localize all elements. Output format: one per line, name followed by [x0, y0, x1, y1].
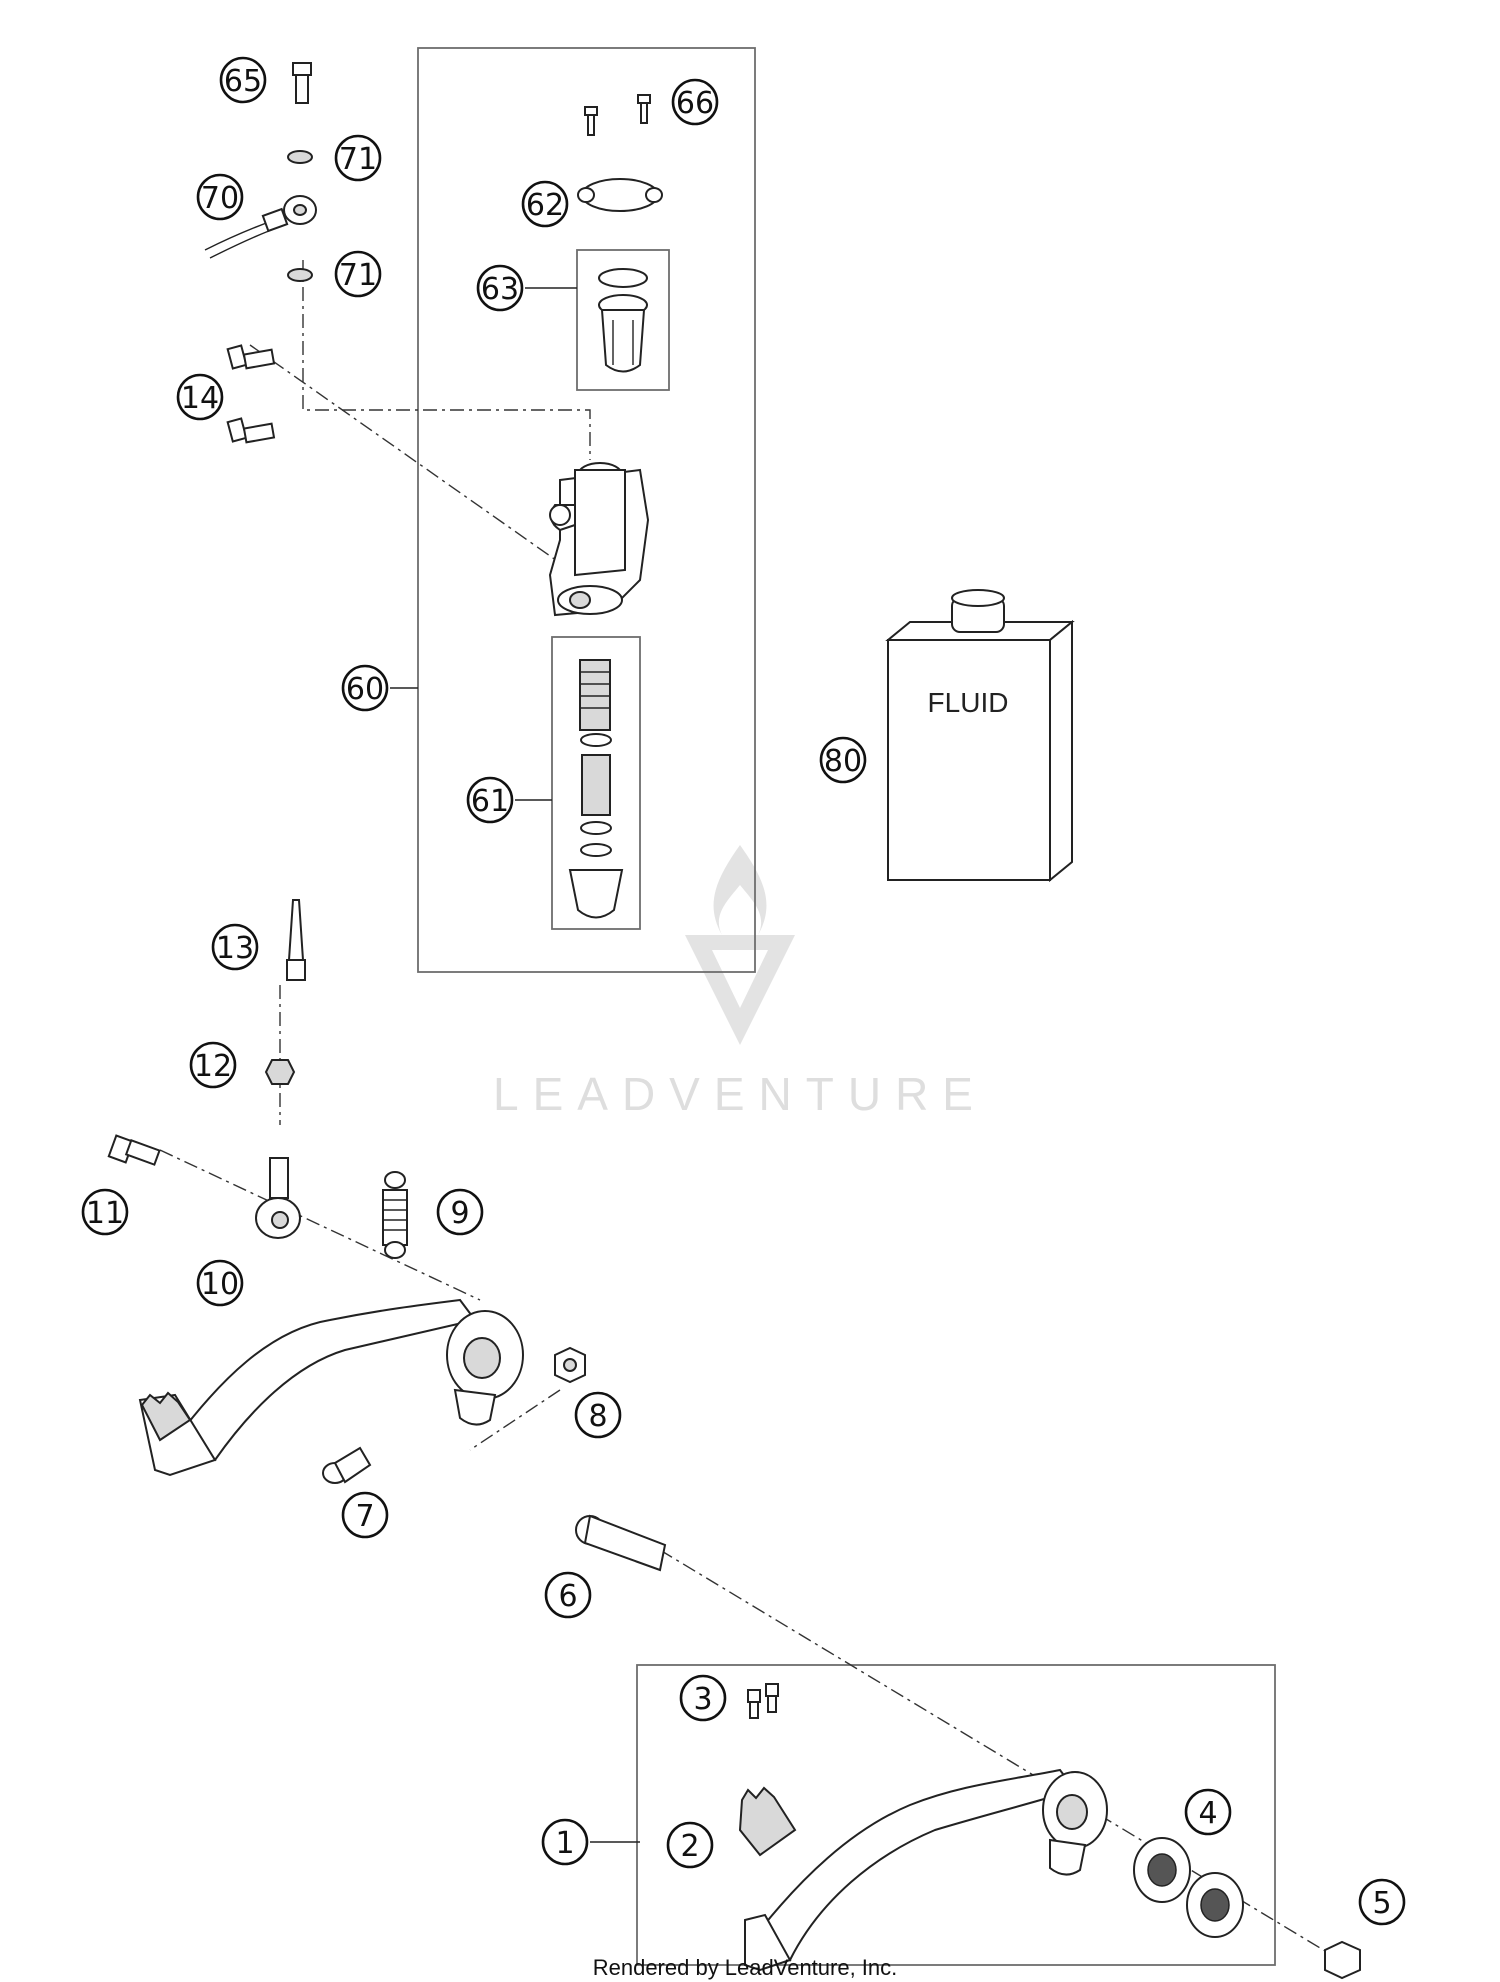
callout-13: 13 [211, 923, 259, 971]
svg-text:11: 11 [86, 1196, 124, 1231]
part-14-bolts [226, 344, 276, 444]
callout-11: 11 [81, 1188, 129, 1236]
callout-71-upper: 71 [334, 134, 382, 182]
pedal-bolt-assembly-line [159, 1149, 481, 1301]
callout-71-lower: 71 [334, 250, 382, 298]
svg-text:71: 71 [339, 258, 377, 293]
callout-4: 4 [1184, 1788, 1232, 1836]
part-63-reservoir [598, 268, 648, 373]
callout-2: 2 [666, 1821, 714, 1869]
callout-65: 65 [219, 56, 267, 104]
callout-10: 10 [196, 1259, 244, 1307]
fluid-label: FLUID [928, 687, 1009, 718]
svg-text:14: 14 [181, 381, 219, 416]
svg-text:1: 1 [555, 1826, 574, 1861]
master-cylinder-body [548, 462, 650, 617]
callout-6: 6 [544, 1571, 592, 1619]
svg-text:62: 62 [526, 188, 564, 223]
part-5-nut [1324, 1940, 1361, 1980]
part-71-washer-upper [287, 150, 313, 164]
part-1-brake-pedal [744, 1768, 1108, 1972]
part-10-clevis [255, 1157, 301, 1239]
part-12-nut [264, 1059, 296, 1085]
leadventure-watermark: LEADVENTURE [493, 845, 987, 1120]
part-11-bolt [107, 1134, 161, 1166]
callout-8: 8 [574, 1391, 622, 1439]
brake-pedal-assembly [138, 1298, 524, 1477]
callout-5: 5 [1358, 1878, 1406, 1926]
callout-66: 66 [671, 78, 719, 126]
callout-3: 3 [679, 1674, 727, 1722]
master-cylinder-kit-frame [417, 47, 756, 973]
part-3-screws [747, 1683, 779, 1719]
callout-9: 9 [436, 1188, 484, 1236]
watermark-v-icon [685, 935, 795, 1045]
part-13-pushrod [286, 899, 306, 981]
svg-text:4: 4 [1198, 1796, 1217, 1831]
hose-assembly-line [302, 260, 591, 460]
callout-7: 7 [341, 1491, 389, 1539]
callout-80: 80 [819, 736, 867, 784]
part-7-bushing [322, 1446, 372, 1484]
part-2-pedal-tip [738, 1786, 797, 1857]
svg-text:71: 71 [339, 142, 377, 177]
svg-text:3: 3 [693, 1682, 712, 1717]
piston-kit-frame [551, 636, 641, 930]
watermark-text: LEADVENTURE [493, 1068, 987, 1120]
callout-61: 61 [466, 776, 514, 824]
reservoir-kit-frame [576, 249, 670, 391]
svg-text:13: 13 [216, 931, 254, 966]
part-66-screws [584, 94, 651, 136]
svg-text:66: 66 [676, 86, 714, 121]
part-62-reservoir-cap [577, 178, 663, 212]
part-80-fluid-bottle: FLUID [885, 589, 1075, 883]
callout-12: 12 [189, 1041, 237, 1089]
part-70-brake-hose [204, 195, 317, 259]
part-9-spring [382, 1171, 408, 1259]
svg-text:10: 10 [201, 1267, 239, 1302]
svg-text:9: 9 [450, 1196, 469, 1231]
svg-text:63: 63 [481, 272, 519, 307]
part-4-bearings [1133, 1837, 1244, 1938]
svg-text:70: 70 [201, 181, 239, 216]
svg-text:80: 80 [824, 744, 862, 779]
svg-text:8: 8 [588, 1399, 607, 1434]
svg-text:65: 65 [224, 64, 262, 99]
bolt-assembly-line [249, 344, 571, 571]
svg-text:61: 61 [471, 784, 509, 819]
callout-1: 1 [541, 1818, 589, 1866]
svg-text:6: 6 [558, 1579, 577, 1614]
callout-62: 62 [521, 180, 569, 228]
callout-63: 63 [476, 264, 524, 312]
callout-60: 60 [341, 664, 389, 712]
part-6-pivot-bolt [575, 1514, 667, 1572]
svg-text:12: 12 [194, 1049, 232, 1084]
part-61-piston-kit [568, 659, 624, 919]
part-65-bolt [292, 62, 312, 104]
svg-text:2: 2 [680, 1829, 699, 1864]
svg-text:5: 5 [1372, 1886, 1391, 1921]
part-71-washer-lower [287, 268, 313, 282]
brake-pedal-kit-frame [636, 1664, 1276, 1966]
part-8-nut [554, 1346, 586, 1384]
svg-text:60: 60 [346, 672, 384, 707]
svg-text:7: 7 [355, 1499, 374, 1534]
bushing-assembly-line [469, 1389, 561, 1451]
watermark-flame-icon [713, 845, 767, 935]
callout-14: 14 [176, 373, 224, 421]
callout-70: 70 [196, 173, 244, 221]
footer-credit: Rendered by LeadVenture, Inc. [593, 1955, 898, 1980]
